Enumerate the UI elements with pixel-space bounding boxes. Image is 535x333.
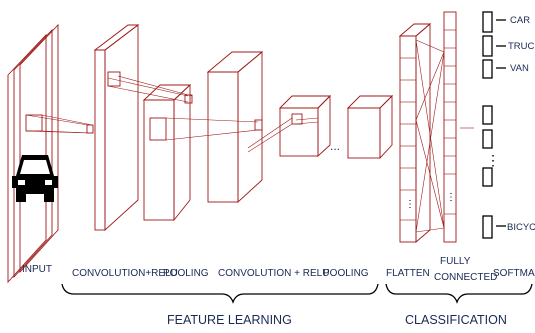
label-feature-learning: FEATURE LEARNING — [167, 313, 292, 327]
label-input: INPUT — [22, 264, 52, 275]
label-conv-relu-2: CONVOLUTION + RELU — [218, 268, 329, 279]
class-label-bicycle: BICYCLE — [507, 222, 535, 233]
label-pooling-2: POOLING — [323, 268, 369, 279]
feature-learning-brace — [61, 283, 379, 304]
class-label-truck: TRUCK — [508, 41, 535, 52]
conv-layer-1 — [86, 24, 140, 232]
pooling-layer-2 — [247, 94, 332, 158]
class-label-van: VAN — [510, 63, 529, 74]
final-feature-map — [346, 94, 394, 160]
label-fully-connected-1: FULLY — [440, 256, 471, 267]
pooling-layer-1 — [107, 71, 193, 222]
label-conv-relu-1: CONVOLUTION+RELU — [72, 268, 178, 279]
svg-text:⋮: ⋮ — [405, 199, 415, 210]
label-flatten: FLATTEN — [386, 268, 430, 279]
input-image — [7, 23, 93, 284]
softmax-layer: ⋮ — [482, 11, 506, 239]
car-icon — [12, 155, 58, 202]
svg-text:⋮: ⋮ — [486, 152, 500, 168]
flatten-layer: ⋮ — [398, 23, 432, 243]
label-pooling-1: POOLING — [163, 268, 209, 279]
fully-connected-layer: ⋮ — [443, 11, 474, 243]
svg-text:⋮: ⋮ — [446, 192, 456, 203]
label-classification: CLASSIFICATION — [405, 313, 507, 327]
label-fully-connected-2: CONNECTED — [434, 272, 497, 283]
classification-brace — [385, 283, 533, 304]
class-label-car: CAR — [510, 15, 530, 26]
label-softmax: SOFTMAX — [493, 268, 535, 279]
conv-layer-2 — [149, 51, 264, 204]
fc-connections — [415, 39, 445, 233]
layers-ellipsis: ... — [330, 139, 340, 153]
